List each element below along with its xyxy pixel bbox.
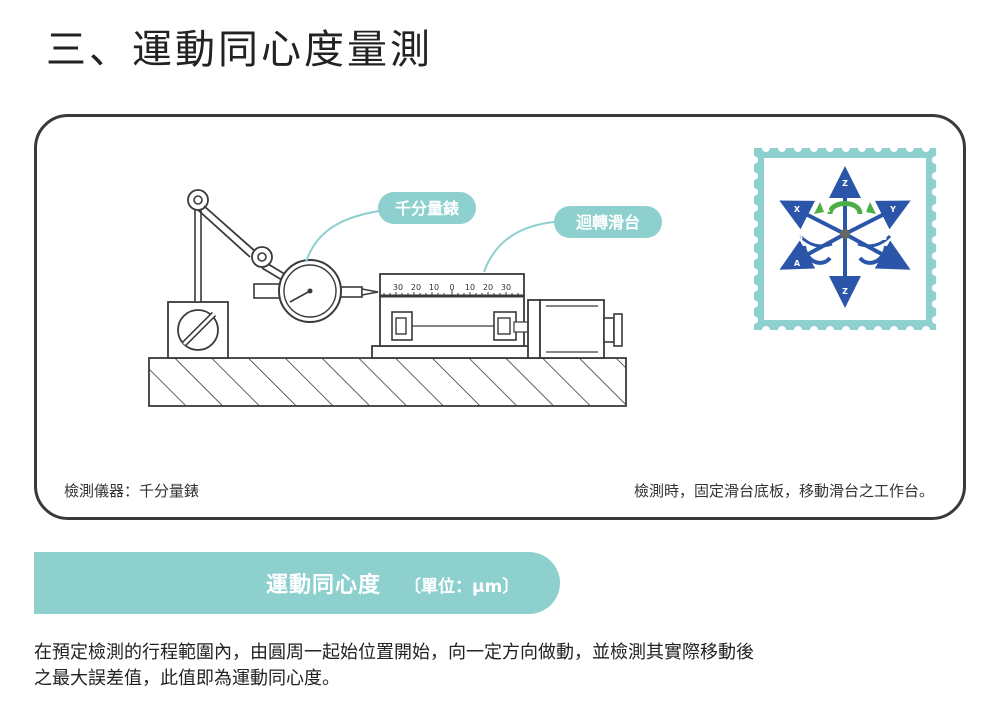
axis-label: X [794, 205, 801, 214]
dial-indicator [253, 259, 379, 323]
stage-scale: 30 20 10 0 10 20 30 [383, 283, 519, 296]
motion-axes-icon: Z X Y A B C Z B A [750, 144, 940, 334]
axis-label: B [797, 233, 803, 242]
axis-label: A [794, 259, 801, 268]
dial-indicator-leader [305, 209, 387, 263]
indicator-stand [187, 189, 289, 303]
axis-label: Z [842, 287, 848, 296]
section-description: 在預定檢測的行程範圍內，由圓周一起始位置開始，向一定方向做動，並檢測其實際移動後… [34, 640, 934, 692]
dial-indicator-callout: 千分量錶 [378, 192, 476, 224]
description-line: 在預定檢測的行程範圍內，由圓周一起始位置開始，向一定方向做動，並檢測其實際移動後 [34, 642, 754, 663]
procedure-caption: 檢測時，固定滑台底板，移動滑台之工作台。 [633, 482, 934, 500]
scale-tick-label: 30 [501, 283, 511, 292]
magnetic-base [167, 301, 229, 359]
section-banner [34, 552, 560, 614]
scale-tick-label: 20 [483, 283, 493, 292]
axis-label: A [824, 205, 831, 214]
rotary-stage [371, 273, 623, 359]
axis-label: Z [842, 179, 848, 188]
rotary-stage-callout-label: 迴轉滑台 [575, 213, 640, 232]
scale-tick-label: 30 [393, 283, 403, 292]
scale-tick-label: 10 [465, 283, 475, 292]
section-title: 運動同心度 [266, 573, 382, 598]
rotary-stage-callout: 迴轉滑台 [554, 206, 662, 238]
page-title: 三、運動同心度量測 [46, 27, 433, 73]
scale-tick-label: 20 [411, 283, 421, 292]
dial-indicator-callout-label: 千分量錶 [395, 199, 459, 218]
axis-label: C [861, 205, 867, 214]
rotary-stage-leader [483, 221, 555, 273]
scale-tick-label: 10 [429, 283, 439, 292]
section-unit: 〔單位：μm〕 [404, 577, 520, 597]
scale-tick-label: 0 [449, 283, 454, 292]
description-line: 之最大誤差值，此值即為運動同心度。 [34, 668, 340, 689]
axis-label: B [881, 233, 887, 242]
diagram-frame [34, 114, 966, 520]
axis-label: Y [889, 205, 896, 214]
instrument-caption: 檢測儀器：千分量錶 [64, 482, 200, 500]
base-plate [148, 357, 627, 407]
